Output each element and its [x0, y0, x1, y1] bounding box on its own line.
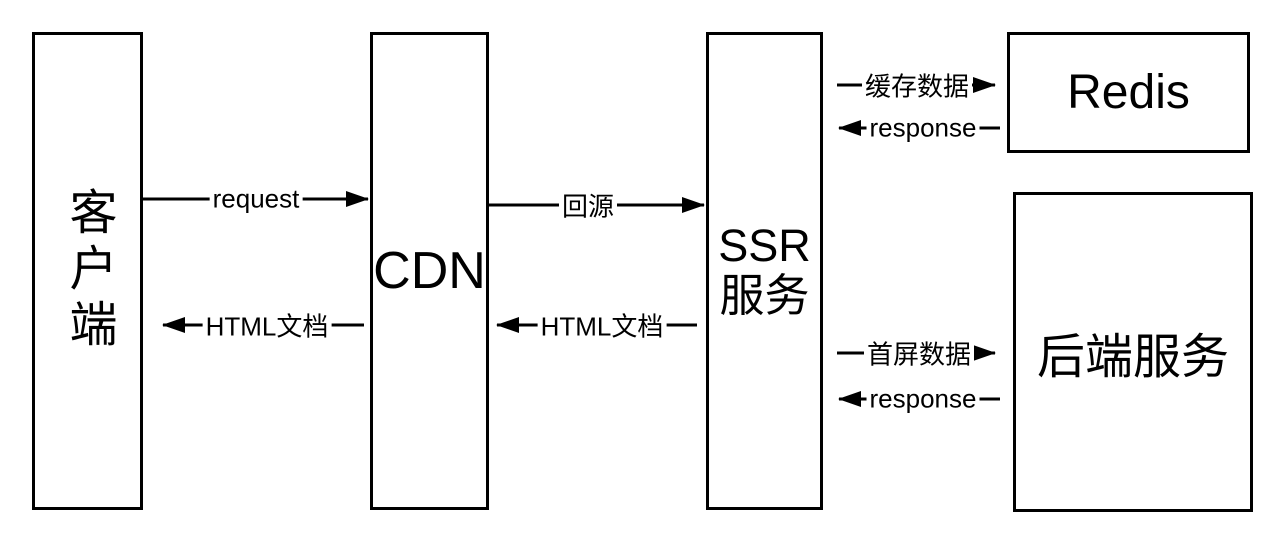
- edge-label-cache-data: 缓存数据: [861, 66, 973, 104]
- backend-service-node-label: 后端服务: [1036, 331, 1229, 384]
- edge-label-back-to-origin: 回源: [558, 186, 618, 224]
- edge-label-first-screen-data: 首屏数据: [863, 334, 975, 372]
- edge-label-request: request: [209, 183, 303, 215]
- edge-label-html-doc-to-cdn: HTML文档: [537, 306, 667, 344]
- edge-label-redis-response: response: [866, 112, 980, 144]
- edge-label-html-doc-to-client: HTML文档: [202, 306, 332, 344]
- ssr-service-node-label: SSR 服务: [718, 219, 811, 322]
- redis-node: Redis: [1007, 32, 1250, 153]
- client-node-label: 客户端: [61, 187, 115, 355]
- redis-node-label: Redis: [1067, 66, 1190, 119]
- backend-service-node: 后端服务: [1013, 192, 1253, 512]
- edge-label-backend-response: response: [866, 383, 980, 415]
- cdn-node: CDN: [370, 32, 489, 510]
- ssr-label-line1: SSR: [718, 219, 811, 271]
- ssr-service-node: SSR 服务: [706, 32, 823, 510]
- client-node: 客户端: [32, 32, 143, 510]
- ssr-label-line2: 服务: [719, 270, 810, 321]
- cdn-node-label: CDN: [373, 242, 486, 300]
